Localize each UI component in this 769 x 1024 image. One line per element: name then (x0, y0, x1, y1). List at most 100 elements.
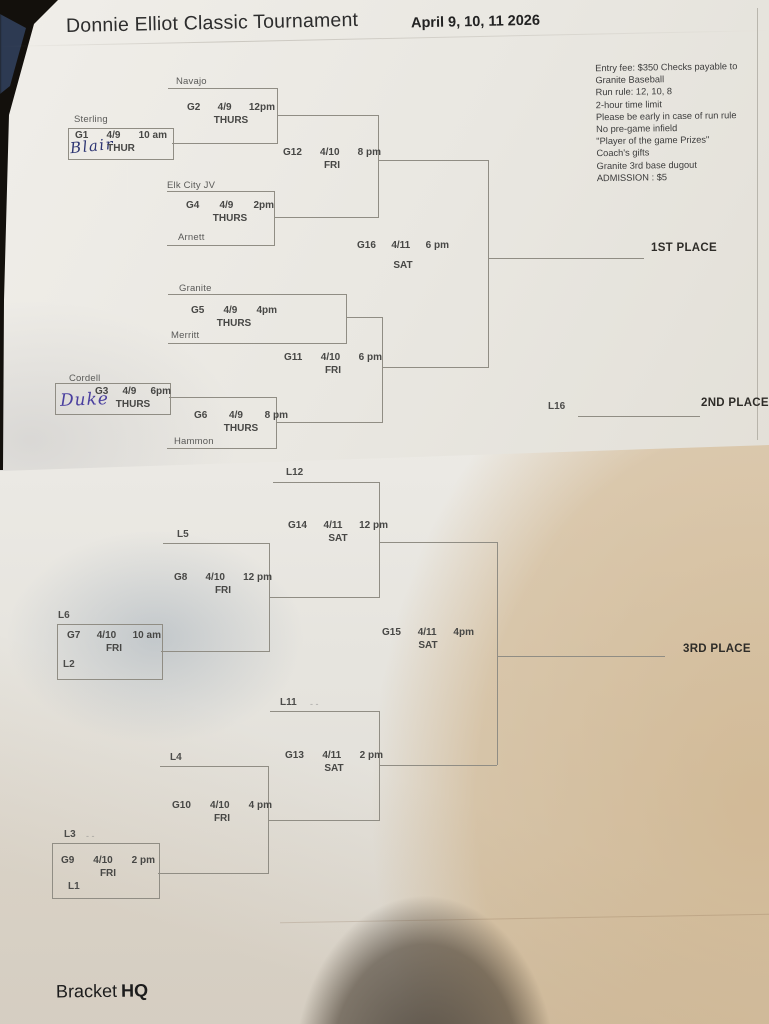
bracket-line (378, 115, 379, 218)
team-label-cordell: Cordell (69, 373, 101, 384)
team-label-navajo: Navajo (176, 76, 207, 87)
tournament-info-block: Entry fee: $350 Checks payable to Granit… (595, 60, 767, 184)
loser-label-l11: L11 (280, 697, 297, 708)
game-day: FRI (213, 812, 231, 824)
game-date: 4/11 (417, 627, 437, 638)
bracket-line (273, 482, 380, 483)
loser-label-l16: L16 (548, 401, 566, 412)
bracket-line (277, 88, 278, 144)
game-time: 2 pm (359, 750, 383, 761)
bracket-line (169, 397, 277, 398)
game-date: 4/9 (217, 102, 232, 113)
footer-brand-regular: Bracket (55, 980, 118, 1002)
game-date: 4/10 (320, 147, 340, 158)
loser-label-l5: L5 (177, 529, 189, 540)
game-time: 6pm (150, 386, 171, 397)
bracket-line (379, 482, 380, 598)
second-place-blank-line (578, 416, 700, 417)
game-time: 12 pm (243, 572, 272, 583)
bracket-line (168, 294, 347, 295)
bracket-line (167, 448, 277, 449)
game-label: G6 (194, 410, 208, 421)
game-day: SAT (393, 260, 413, 271)
game-day: SAT (324, 762, 344, 774)
team-label-granite: Granite (179, 283, 212, 294)
bracket-line (346, 317, 382, 318)
game-time: 4 pm (248, 800, 272, 811)
paper-right-edge (757, 8, 758, 440)
game-date: 4/11 (323, 520, 343, 531)
game-day: THURS (216, 317, 252, 329)
game-date: 4/9 (219, 200, 234, 211)
team-label-sterling: Sterling (74, 114, 108, 125)
bracket-line (378, 160, 488, 161)
game-date: 4/9 (223, 305, 238, 316)
game-date: 4/9 (122, 386, 137, 397)
game-time: 2pm (253, 200, 274, 211)
game-time: 8 pm (264, 410, 288, 421)
game-date: 4/10 (320, 352, 341, 363)
championship-line (488, 258, 644, 259)
game-label: G3 (95, 386, 109, 397)
game-date: 4/10 (210, 800, 230, 811)
bracket-line (379, 542, 497, 543)
game-g15: G15 4/11 4pm SAT (382, 627, 474, 651)
bracket-line (161, 651, 269, 652)
game-day: FRI (214, 584, 232, 596)
game-label: G15 (382, 627, 401, 638)
game-date: 4/11 (322, 750, 342, 761)
game-date: 4/9 (106, 130, 121, 141)
bracket-line (168, 343, 347, 344)
game-date: 4/10 (96, 630, 117, 641)
game-box-g1 (68, 128, 174, 160)
footer-brand-bold: HQ (120, 980, 149, 1001)
game-label: G8 (174, 572, 188, 583)
game-time: 6 pm (425, 240, 449, 251)
loser-label-l1: L1 (68, 881, 80, 892)
pen-mark: - - (86, 831, 95, 841)
game-day: SAT (418, 639, 438, 651)
bracket-line (277, 115, 378, 116)
game-label: G1 (75, 130, 89, 141)
bracket-line (160, 766, 268, 767)
bracket-line (379, 711, 380, 821)
game-label: G7 (67, 630, 81, 641)
game-time: 10 am (132, 630, 161, 641)
game-label: G14 (288, 520, 307, 531)
loser-label-l3: L3 (64, 829, 76, 840)
game-label: G4 (186, 200, 200, 211)
game-date: 4/9 (229, 410, 243, 421)
third-place-line (497, 656, 665, 657)
game-box-g9 (52, 843, 160, 899)
tournament-dates: April 9, 10, 11 2026 (410, 12, 541, 32)
bracket-line (379, 765, 497, 766)
bracket-line (158, 873, 268, 874)
pen-mark: - - (310, 699, 319, 709)
winners-bracket-sheet (0, 0, 769, 471)
bracket-line (382, 367, 488, 368)
game-day: FRI (99, 867, 117, 879)
bracket-line (382, 317, 383, 423)
game-date: 4/10 (93, 855, 113, 866)
team-label-arnett: Arnett (178, 232, 205, 243)
team-label-elk-city: Elk City JV (167, 180, 216, 191)
game-time: 6 pm (358, 352, 382, 363)
game-time: 4pm (453, 627, 474, 638)
place-second: 2ND PLACE (701, 397, 769, 409)
bracket-line (274, 191, 275, 245)
game-box-g3 (55, 383, 171, 415)
loser-label-l6: L6 (58, 610, 70, 621)
game-label: G11 (284, 352, 303, 363)
game-day: THUR (107, 142, 135, 154)
